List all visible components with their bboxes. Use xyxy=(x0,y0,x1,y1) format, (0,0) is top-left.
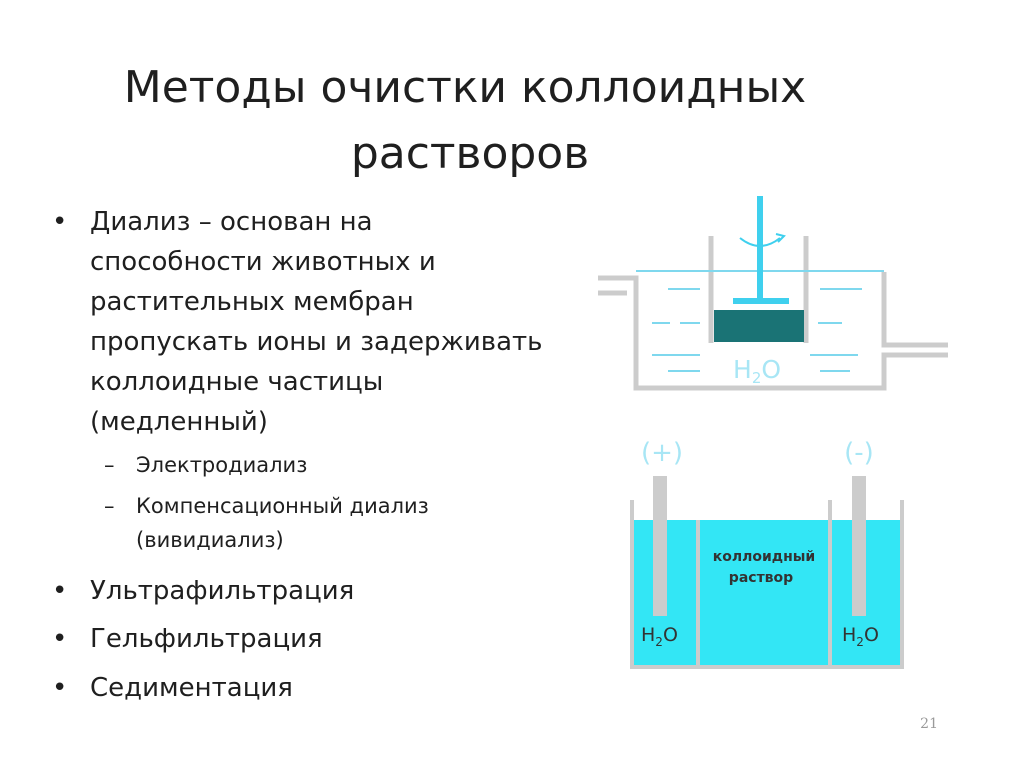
subitem-compensation-line-1: Компенсационный диализ xyxy=(136,494,429,518)
rotation-arrowhead-icon xyxy=(775,233,786,243)
rotation-arrow-icon xyxy=(739,237,781,247)
page-number: 21 xyxy=(920,716,938,732)
bullet-list: Диализ – основан на способности животных… xyxy=(52,202,592,708)
bullet-ultrafiltration: Ультрафильтрация xyxy=(52,571,592,611)
electrodialysis-diagram: (+) (-) коллоидный раствор H2O H2O xyxy=(630,438,904,669)
colloid-solution-line-2: раствор xyxy=(729,570,793,586)
bullet-ultrafiltration-text: Ультрафильтрация xyxy=(90,576,355,606)
dialyzer-vessel-wall xyxy=(598,275,948,391)
bullet-gelfiltration-text: Гельфильтрация xyxy=(90,624,323,654)
slide-title: Методы очистки коллоидных растворов xyxy=(0,55,930,187)
bullet-sedimentation-text: Седиментация xyxy=(90,673,293,703)
anode-plus-label: (+) xyxy=(641,438,683,468)
subitem-electrodialysis: Электродиализ xyxy=(52,448,592,482)
bullet-dialysis-line-1: Диализ – основан на xyxy=(90,207,373,237)
dialyzer-diagram: H2O xyxy=(598,196,948,391)
bullet-gelfiltration: Гельфильтрация xyxy=(52,619,592,659)
stirrer-blade xyxy=(733,298,789,304)
electrodialysis-vessel xyxy=(630,500,904,669)
bullet-dialysis-line-6: (медленный) xyxy=(90,407,268,437)
anode-electrode xyxy=(653,476,667,616)
dialyzer-h2o-label: H2O xyxy=(733,355,781,387)
bullet-sedimentation: Седиментация xyxy=(52,668,592,708)
subitem-electrodialysis-text: Электродиализ xyxy=(136,453,308,477)
bullet-dialysis-line-5: коллоидные частицы xyxy=(90,367,384,397)
bullet-dialysis-line-2: способности животных и xyxy=(90,247,436,277)
subitem-compensation-dialysis: Компенсационный диализ (вивидиализ) xyxy=(52,489,592,557)
title-line-2: растворов xyxy=(350,128,590,179)
right-h2o-label: H2O xyxy=(842,624,879,649)
dialyzer-outlet-pipe xyxy=(881,272,948,348)
bullet-dialysis-line-3: растительных мембран xyxy=(90,287,414,317)
cathode-electrode xyxy=(852,476,866,616)
title-line-1: Методы очистки коллоидных xyxy=(123,62,807,113)
bullet-dialysis-line-4: пропускать ионы и задерживать xyxy=(90,327,543,357)
left-h2o-label: H2O xyxy=(641,624,678,649)
bullet-dialysis: Диализ – основан на способности животных… xyxy=(52,202,592,442)
cathode-minus-label: (-) xyxy=(844,438,874,468)
colloid-solution-line-1: коллоидный xyxy=(713,549,816,565)
subitem-compensation-line-2: (вивидиализ) xyxy=(136,528,284,552)
dialyzer-membrane xyxy=(714,310,804,342)
